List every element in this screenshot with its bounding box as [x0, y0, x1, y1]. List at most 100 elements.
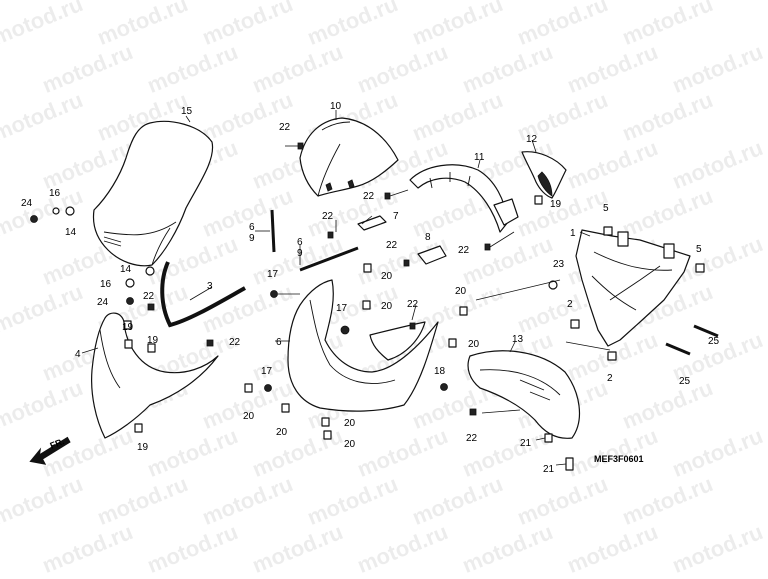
callout-19: 19: [550, 199, 562, 210]
callout-19: 19: [147, 335, 159, 346]
bolt-icon[interactable]: [126, 297, 134, 305]
trim-strip-part-3[interactable]: [160, 261, 246, 328]
nut-icon[interactable]: [52, 206, 75, 216]
clip-nut-icon[interactable]: [281, 403, 290, 413]
clip-nut-icon[interactable]: [134, 423, 143, 433]
callout-21: 21: [520, 438, 532, 449]
nut-icon[interactable]: [695, 263, 705, 273]
callout-3: 3: [207, 281, 213, 292]
callout-24: 24: [97, 297, 109, 308]
callout-10: 10: [330, 101, 342, 112]
screw-icon[interactable]: [327, 231, 334, 239]
nut-icon[interactable]: [607, 351, 617, 361]
rubber-strip-part-6-9-left[interactable]: [270, 209, 276, 253]
callout-5: 5: [696, 244, 702, 255]
grommet-part-8[interactable]: [417, 245, 447, 265]
bolt-icon[interactable]: [440, 383, 448, 391]
nut-icon[interactable]: [145, 266, 155, 276]
front-cowl-part-6[interactable]: [287, 279, 439, 412]
callout-22: 22: [466, 433, 478, 444]
fastener-set: [30, 142, 719, 471]
clip-nut-icon[interactable]: [362, 300, 371, 310]
callout-22: 22: [458, 245, 470, 256]
clip-nut-icon[interactable]: [323, 430, 332, 440]
bolt-icon[interactable]: [270, 290, 301, 298]
clip-nut-icon[interactable]: [448, 338, 457, 348]
bolt-icon[interactable]: [340, 325, 350, 335]
screw-icon[interactable]: [484, 231, 515, 251]
bolt-icon[interactable]: [665, 342, 691, 356]
callout-9: 9: [249, 233, 255, 244]
callout-20: 20: [243, 411, 255, 422]
callout-8: 8: [425, 232, 431, 243]
callout-22: 22: [386, 240, 398, 251]
screw-icon[interactable]: [285, 142, 304, 150]
bolt-icon[interactable]: [264, 384, 272, 392]
clip-nut-icon[interactable]: [534, 195, 543, 205]
callout-1: 1: [570, 228, 576, 239]
deflector-part-12[interactable]: [521, 151, 567, 199]
clip-nut-icon[interactable]: [544, 433, 553, 443]
nut-icon[interactable]: [570, 319, 580, 329]
callout-17: 17: [261, 366, 273, 377]
callout-15: 15: [181, 106, 193, 117]
callout-22: 22: [143, 291, 155, 302]
clip-nut-icon[interactable]: [565, 457, 574, 471]
nut-icon[interactable]: [125, 278, 135, 288]
callout-11: 11: [474, 152, 485, 163]
callout-21: 21: [543, 464, 555, 475]
screw-icon[interactable]: [384, 189, 409, 200]
clip-nut-icon[interactable]: [459, 306, 468, 316]
callout-25: 25: [679, 376, 691, 387]
callout-19: 19: [137, 442, 149, 453]
clip-nut-icon[interactable]: [123, 320, 132, 330]
side-cowl-part-4[interactable]: [91, 312, 219, 439]
callout-24: 24: [21, 198, 33, 209]
bolt-icon[interactable]: [693, 324, 719, 338]
bracket-part-7[interactable]: [357, 215, 387, 231]
screw-icon[interactable]: [409, 322, 416, 330]
cowl-stay-part-1[interactable]: [575, 229, 691, 347]
inner-bracket-part-11[interactable]: [409, 164, 519, 233]
direction-label: FR.: [49, 436, 66, 451]
callout-2: 2: [607, 373, 613, 384]
callout-20: 20: [276, 427, 288, 438]
screw-icon[interactable]: [403, 259, 410, 267]
callout-7: 7: [393, 211, 399, 222]
callout-22: 22: [279, 122, 291, 133]
callout-16: 16: [100, 279, 112, 290]
callout-23: 23: [553, 259, 565, 270]
leader-lines: [81, 110, 611, 466]
callout-6: 6: [297, 237, 303, 248]
callout-22: 22: [407, 299, 419, 310]
callout-4: 4: [75, 349, 81, 360]
nut-icon[interactable]: [548, 280, 558, 290]
meter-visor-part-10[interactable]: [299, 117, 399, 197]
clip-nut-icon[interactable]: [363, 263, 372, 273]
clip-nut-icon[interactable]: [124, 339, 133, 349]
callout-20: 20: [455, 286, 467, 297]
callout-16: 16: [49, 188, 61, 199]
callout-22: 22: [322, 211, 334, 222]
clip-nut-icon[interactable]: [147, 343, 156, 353]
diagram-code: MEF3F0601: [594, 454, 644, 464]
nut-icon[interactable]: [603, 226, 613, 236]
callout-20: 20: [344, 439, 356, 450]
callout-6: 6: [276, 337, 282, 348]
screw-icon[interactable]: [206, 339, 214, 347]
screw-icon[interactable]: [147, 303, 155, 311]
callout-6: 6: [249, 222, 255, 233]
inner-panel-part-13[interactable]: [467, 350, 580, 439]
clip-nut-icon[interactable]: [244, 383, 253, 393]
callout-20: 20: [381, 271, 393, 282]
rubber-strip-part-6-9-right[interactable]: [299, 246, 359, 272]
callout-18: 18: [434, 366, 446, 377]
callout-13: 13: [512, 334, 524, 345]
callout-12: 12: [526, 134, 538, 145]
bolt-icon[interactable]: [30, 215, 38, 223]
clip-nut-icon[interactable]: [321, 417, 330, 427]
screw-icon[interactable]: [469, 408, 477, 416]
windscreen-part-15[interactable]: [92, 120, 214, 267]
callout-14: 14: [65, 227, 77, 238]
